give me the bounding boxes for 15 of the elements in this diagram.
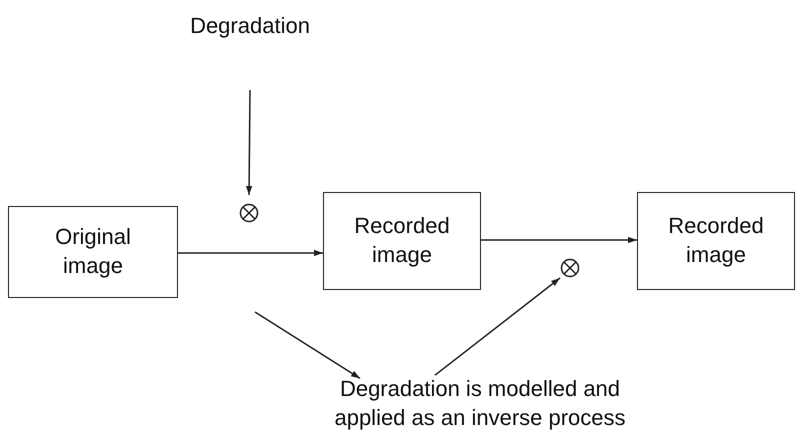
arrow: [434, 277, 560, 376]
arrow: [246, 90, 252, 195]
box-label: Original image: [54, 223, 132, 280]
process-box: [637, 192, 795, 290]
multiply-symbol: [560, 258, 580, 278]
text-label: Degradation: [170, 8, 330, 44]
arrow: [254, 311, 360, 380]
box-label: Recorded image: [353, 212, 451, 269]
text-label: Degradation is modelled and applied as an inverse process: [330, 372, 630, 436]
box-label: Recorded image: [667, 212, 765, 269]
multiply-symbol: [239, 203, 259, 223]
process-box: [8, 206, 178, 298]
arrow: [178, 250, 323, 256]
arrow: [481, 236, 637, 244]
process-box: [323, 192, 481, 290]
